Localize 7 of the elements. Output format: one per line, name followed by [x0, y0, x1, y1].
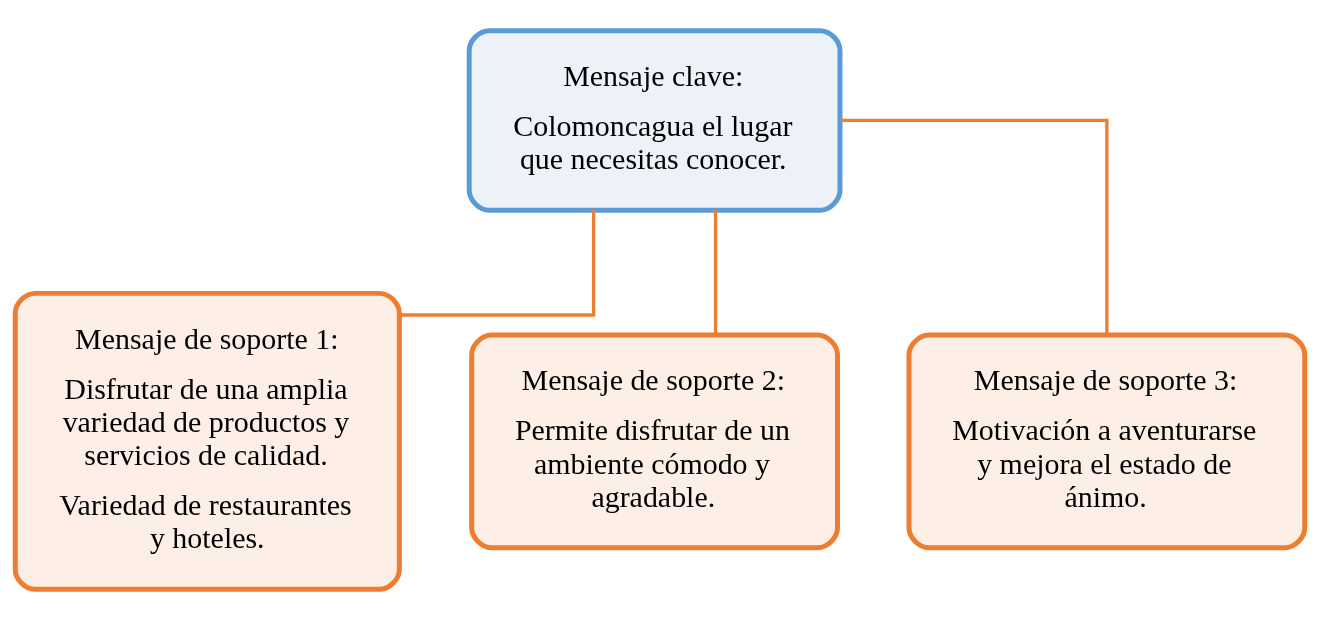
- connector: [399, 210, 596, 317]
- connector: [840, 118, 1109, 335]
- node-box: Mensaje de soporte 2: Permite disfrutar de un ambiente cómodo y agradable.: [469, 332, 840, 551]
- node-box: Mensaje de soporte 1: Disfrutar de una amplia variedad de productos y servicios de calidad. Variedad de restaurantes y hoteles.: [12, 290, 402, 592]
- node-box: Mensaje clave: Colomoncagua el lugar que necesitas conocer.: [466, 28, 843, 213]
- node-box: Mensaje de soporte 3: Motivación a aventurarse y mejora el estado de ánimo.: [906, 332, 1308, 551]
- connector: [713, 210, 718, 335]
